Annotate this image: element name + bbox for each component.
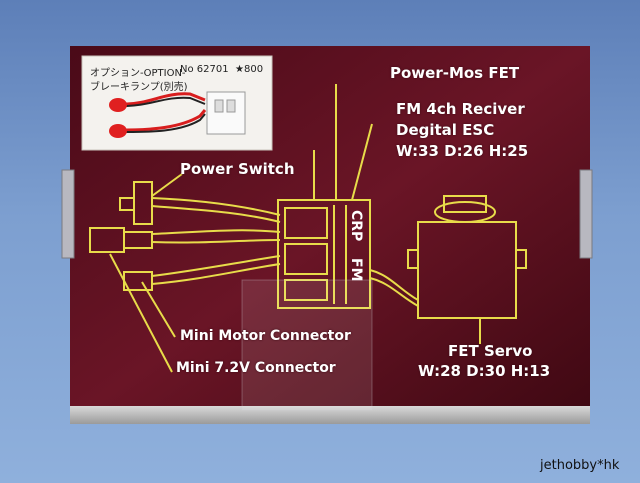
inset-price: ★800 [235, 64, 264, 75]
photo-watermark: jethobby*hk [540, 458, 620, 473]
box-side-clip-right [579, 169, 593, 259]
inset-brake-lamp: ブレーキランプ(別売) [90, 82, 188, 93]
inset-part-number: No 62701 [180, 64, 229, 75]
label-mini-72v-connector: Mini 7.2V Connector [176, 360, 336, 376]
esc-marking-crp: CRP [348, 210, 364, 241]
label-mini-motor-connector: Mini Motor Connector [180, 328, 351, 344]
tape-strip [241, 279, 373, 411]
label-esc: Degital ESC [396, 121, 495, 139]
label-power-mos-fet: Power-Mos FET [390, 64, 520, 82]
brake-lamp-illustration [109, 91, 246, 138]
inset-option-label: オプション-OPTION- [90, 68, 186, 79]
wiring-diagram [89, 84, 527, 373]
label-servo-dims: W:28 D:30 H:13 [418, 362, 551, 380]
esc-marking-fm: FM [348, 258, 364, 282]
box-bottom-edge [70, 406, 590, 424]
box-side-clip-left [61, 169, 75, 259]
label-receiver: FM 4ch Reciver [396, 100, 525, 118]
label-fet-servo: FET Servo [448, 342, 533, 360]
esc-unit-outline [277, 199, 371, 309]
label-power-switch: Power Switch [180, 160, 295, 178]
label-receiver-dims: W:33 D:26 H:25 [396, 142, 529, 160]
